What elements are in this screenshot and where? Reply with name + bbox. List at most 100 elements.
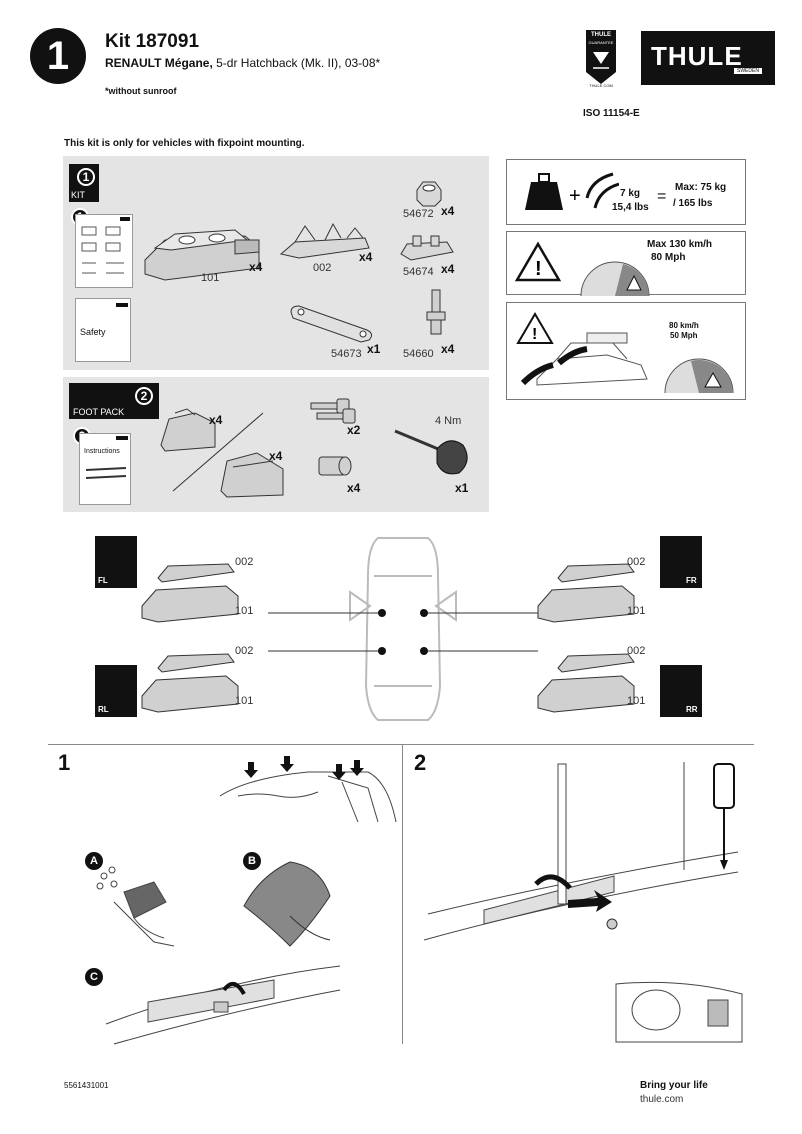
warning-triangle-icon: ! <box>514 241 562 282</box>
part-54672-qty: x4 <box>441 204 455 218</box>
lock-cylinder-drawing <box>318 456 352 476</box>
dashboard-interior-drawing <box>615 981 743 1043</box>
weight-icon: + <box>525 172 619 210</box>
foot-fl <box>141 585 239 623</box>
bars-thumbnail-icon <box>85 467 127 479</box>
car-with-load-icon <box>520 332 648 386</box>
safety-label: Safety <box>80 327 106 337</box>
instructions-doc: Instructions <box>79 433 131 505</box>
step-2-number: 2 <box>414 750 427 775</box>
warning-triangle-icon-2: ! <box>516 312 554 344</box>
part-101-qty: x4 <box>249 260 263 274</box>
foot-rr <box>537 675 635 713</box>
foot-rl <box>141 675 239 713</box>
fixpoint-note: This kit is only for vehicles with fixpo… <box>64 138 305 149</box>
nut-54672-drawing <box>416 181 442 207</box>
position-rr-label: RR <box>686 705 698 714</box>
foot-pack-tag-label: FOOT PACK <box>73 407 125 417</box>
keys-drawing <box>310 398 356 424</box>
speed2-mph: 50 Mph <box>670 331 698 340</box>
badge-bottom-text: THULE.COM <box>589 83 613 88</box>
step-a-cleaner-drawing <box>96 866 175 947</box>
foot-101-drawing <box>144 229 260 281</box>
vehicle-make: RENAULT Mégane, <box>105 56 213 70</box>
foot-type1-qty: x4 <box>209 413 223 427</box>
step-c-marker: C <box>85 968 103 986</box>
part-54660-qty: x4 <box>441 342 455 356</box>
foot-type2-qty: x4 <box>269 449 283 463</box>
part-54674-label: 54674 <box>403 266 434 278</box>
step-a-marker: A <box>85 852 103 870</box>
foot-type2-drawing <box>220 452 284 498</box>
step-2-fixpoint-drawing <box>423 762 739 941</box>
part-101-label: 101 <box>201 272 220 284</box>
label-fr-pad: 002 <box>627 556 646 568</box>
step-c-fixpoint-drawing <box>105 965 341 1045</box>
kit-panel: 1 KIT 1 Safety 101 x4 <box>63 156 489 370</box>
pad-rl <box>157 653 235 673</box>
fitting-instructions-doc <box>75 214 133 288</box>
part-54660-label: 54660 <box>403 348 434 360</box>
kit-tag-label: KIT <box>71 190 86 200</box>
iso-standard: ISO 11154-E <box>583 108 640 119</box>
torque-tool-drawing <box>394 429 468 475</box>
label-fl-pad: 002 <box>235 556 254 568</box>
kit-tag: 1 KIT <box>69 164 99 202</box>
foot-type1-drawing <box>160 408 216 452</box>
label-fl-foot: 101 <box>235 605 254 617</box>
label-fr-foot: 101 <box>627 605 646 617</box>
label-rl-pad: 002 <box>235 645 254 657</box>
part-002-qty: x4 <box>359 250 373 264</box>
keys-qty: x2 <box>347 423 361 437</box>
part-54673-label: 54673 <box>331 348 362 360</box>
foot-pack-tag-number: 2 <box>135 387 153 405</box>
foot-fr <box>537 585 635 623</box>
position-rl-label: RL <box>98 705 109 714</box>
equals-sign: = <box>657 188 667 205</box>
step-b-cloth-drawing <box>243 861 331 947</box>
position-fr-icon: FR <box>660 536 702 588</box>
step-number-badge: 1 <box>30 28 86 84</box>
position-fl-icon: FL <box>95 536 137 588</box>
instructions-doc-logo <box>116 436 128 440</box>
badge-sub-text: GUARANTEE <box>588 40 614 45</box>
part-54672-label: 54672 <box>403 208 434 220</box>
position-diagram <box>141 537 635 721</box>
footer-url: thule.com <box>640 1094 684 1105</box>
brand-name: THULE <box>651 41 743 71</box>
weight-warning-box: + 7 kg 15,4 lbs = Max: 75 kg / 165 lbs <box>506 159 746 225</box>
bolt-54660-drawing <box>426 289 446 335</box>
screwdriver-icon <box>713 763 735 870</box>
kit-title: Kit 187091 <box>105 31 200 52</box>
svg-text:+: + <box>569 185 581 207</box>
guarantee-shield-icon <box>586 30 616 84</box>
part-54673-qty: x1 <box>367 342 381 356</box>
document-code: 5561431001 <box>64 1081 109 1090</box>
label-rr-pad: 002 <box>627 645 646 657</box>
torque-tool-qty: x1 <box>455 481 469 495</box>
foot-pack-panel: 2 FOOT PACK 2 Instructions x4 x4 x2 x4 4… <box>63 377 489 512</box>
safety-doc-logo <box>116 303 128 307</box>
step-number: 1 <box>46 33 70 78</box>
vehicle-model: 5-dr Hatchback (Mk. II), 03-08* <box>212 56 381 70</box>
max-speed-mph: 80 Mph <box>651 252 686 263</box>
brand-sub: SWEDEN <box>734 68 762 74</box>
instructions-thumbnail-icon <box>81 217 130 274</box>
pad-fr <box>557 563 635 583</box>
speed2-kmh: 80 km/h <box>669 321 699 330</box>
position-fr-label: FR <box>686 576 697 585</box>
step-1-number: 1 <box>58 750 71 775</box>
speedometer-icon <box>580 261 650 296</box>
sunroof-note: *without sunroof <box>105 86 177 96</box>
max-load-kg: Max: 75 kg <box>675 182 727 193</box>
bars-weight-kg: 7 kg <box>620 188 641 199</box>
svg-text:!: ! <box>532 326 537 343</box>
roof-cleaning-drawing <box>219 756 397 823</box>
instructions-label: Instructions <box>84 448 120 455</box>
position-rl-icon: RL <box>95 665 137 717</box>
divider-line <box>172 412 264 492</box>
position-rr-icon: RR <box>660 665 702 717</box>
svg-text:!: ! <box>535 258 542 280</box>
badge-top-text: THULE <box>591 32 611 38</box>
clip-54674-drawing <box>400 235 454 261</box>
